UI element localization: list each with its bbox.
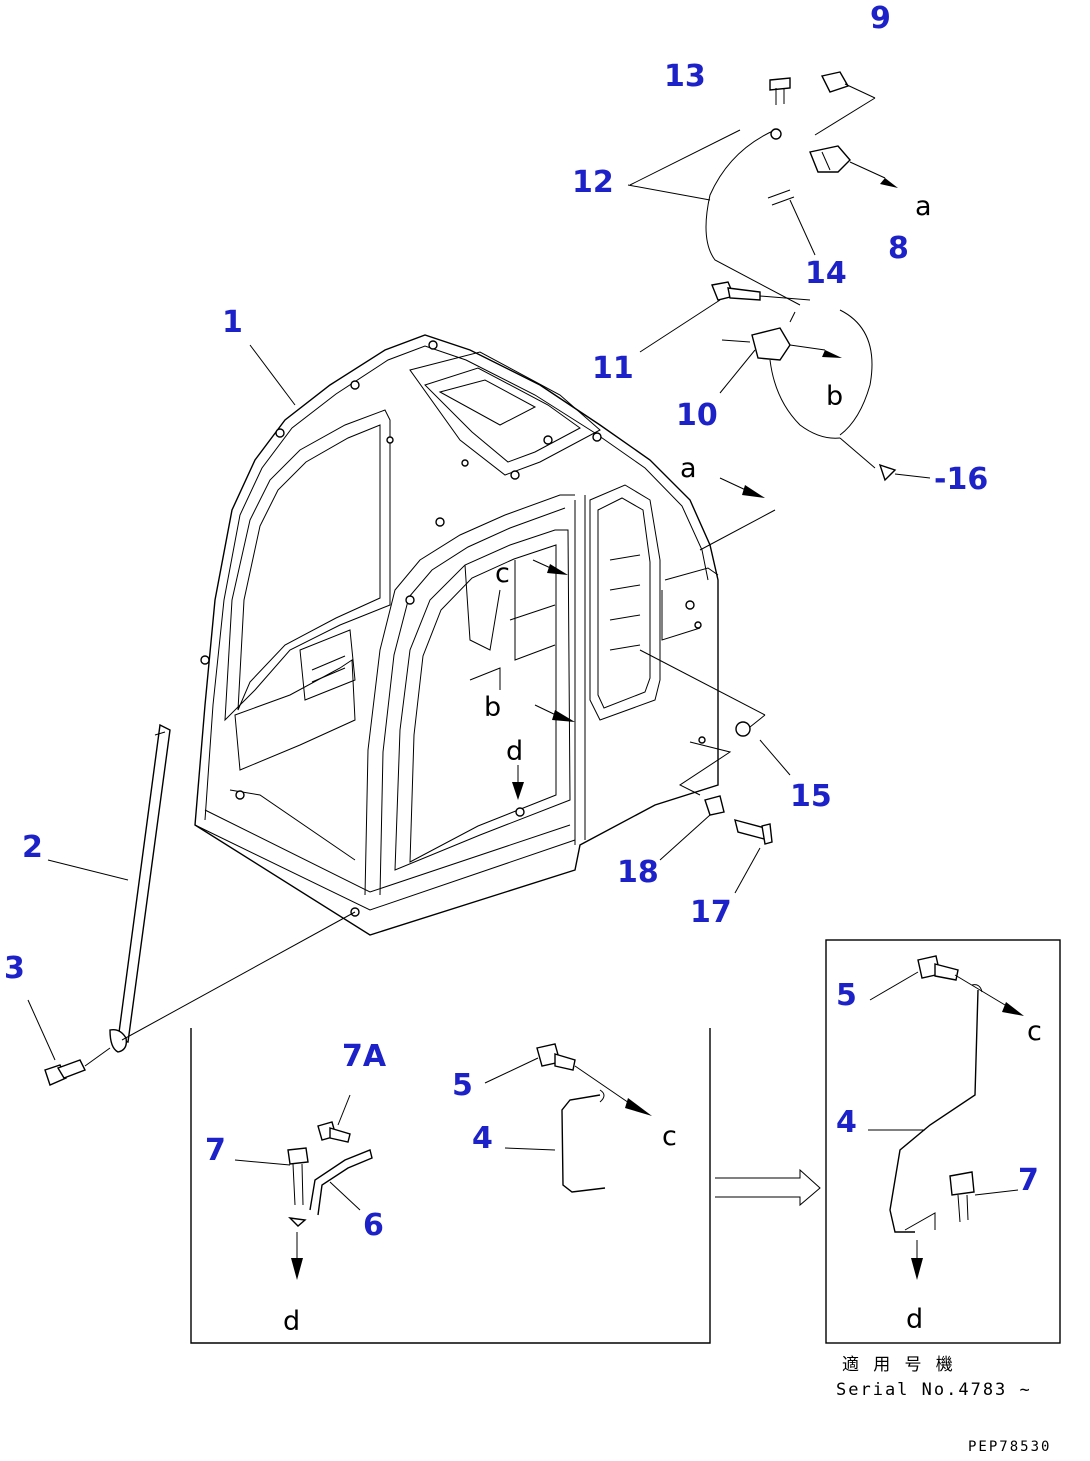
serial-note: 適 用 号 機 Serial No.4783 ~ xyxy=(836,1355,1032,1400)
lock-cluster xyxy=(627,71,898,306)
ref-c-old: c xyxy=(662,1121,677,1152)
callout-7-new: 7 xyxy=(1018,1163,1039,1198)
callout-12: 12 xyxy=(572,165,614,200)
serial-number: Serial No.4783 ~ xyxy=(836,1380,1032,1400)
callout-6: 6 xyxy=(363,1208,384,1243)
callout-7A: 7A xyxy=(342,1039,387,1074)
reference-letters: a b a c b d c d c d xyxy=(283,191,1042,1337)
ref-a-top: a xyxy=(915,191,932,222)
callout-11: 11 xyxy=(592,351,634,386)
callout-14: 14 xyxy=(805,256,847,291)
detail-box-old xyxy=(190,1028,711,1344)
ref-b-cab: b xyxy=(484,692,501,723)
drawing-code: PEP78530 xyxy=(968,1439,1051,1455)
callout-10: 10 xyxy=(676,398,718,433)
callout-5-old: 5 xyxy=(452,1068,473,1103)
applicable-serial-heading: 適 用 号 機 xyxy=(842,1355,955,1375)
ref-d-new: d xyxy=(906,1304,923,1335)
callout-7-old: 7 xyxy=(205,1133,226,1168)
ref-c-new: c xyxy=(1027,1016,1042,1047)
ref-d-old: d xyxy=(283,1306,300,1337)
callout-5-new: 5 xyxy=(836,978,857,1013)
ref-c-cab: c xyxy=(495,558,510,589)
callout-4-new: 4 xyxy=(836,1105,857,1140)
callout-9: 9 xyxy=(870,1,891,36)
bolt-3 xyxy=(44,1047,111,1086)
ref-b-top: b xyxy=(826,381,843,412)
ref-d-cab: d xyxy=(506,736,523,767)
callout-3: 3 xyxy=(4,951,25,986)
callout-4-old: 4 xyxy=(472,1121,493,1156)
callout-16: -16 xyxy=(934,462,988,497)
callout-17: 17 xyxy=(690,895,732,930)
cab-frame xyxy=(194,334,719,936)
callout-15: 15 xyxy=(790,779,832,814)
callout-1: 1 xyxy=(222,305,243,340)
callout-18: 18 xyxy=(617,855,659,890)
detail-box-new xyxy=(825,939,1061,1344)
stay-rod xyxy=(109,723,356,1053)
lower-right-bolts xyxy=(639,649,791,894)
striker-cluster xyxy=(639,281,931,482)
transition-arrow xyxy=(715,1168,821,1207)
ref-a-cab: a xyxy=(680,453,697,484)
callout-labels: 1 2 3 4 4 5 5 6 7 7A 7 8 9 10 11 12 13 1… xyxy=(4,1,1039,1243)
callout-8: 8 xyxy=(888,231,909,266)
callout-13: 13 xyxy=(664,59,706,94)
leader-lines xyxy=(27,344,296,1061)
cab-arrows xyxy=(512,477,776,800)
callout-2: 2 xyxy=(22,830,43,865)
